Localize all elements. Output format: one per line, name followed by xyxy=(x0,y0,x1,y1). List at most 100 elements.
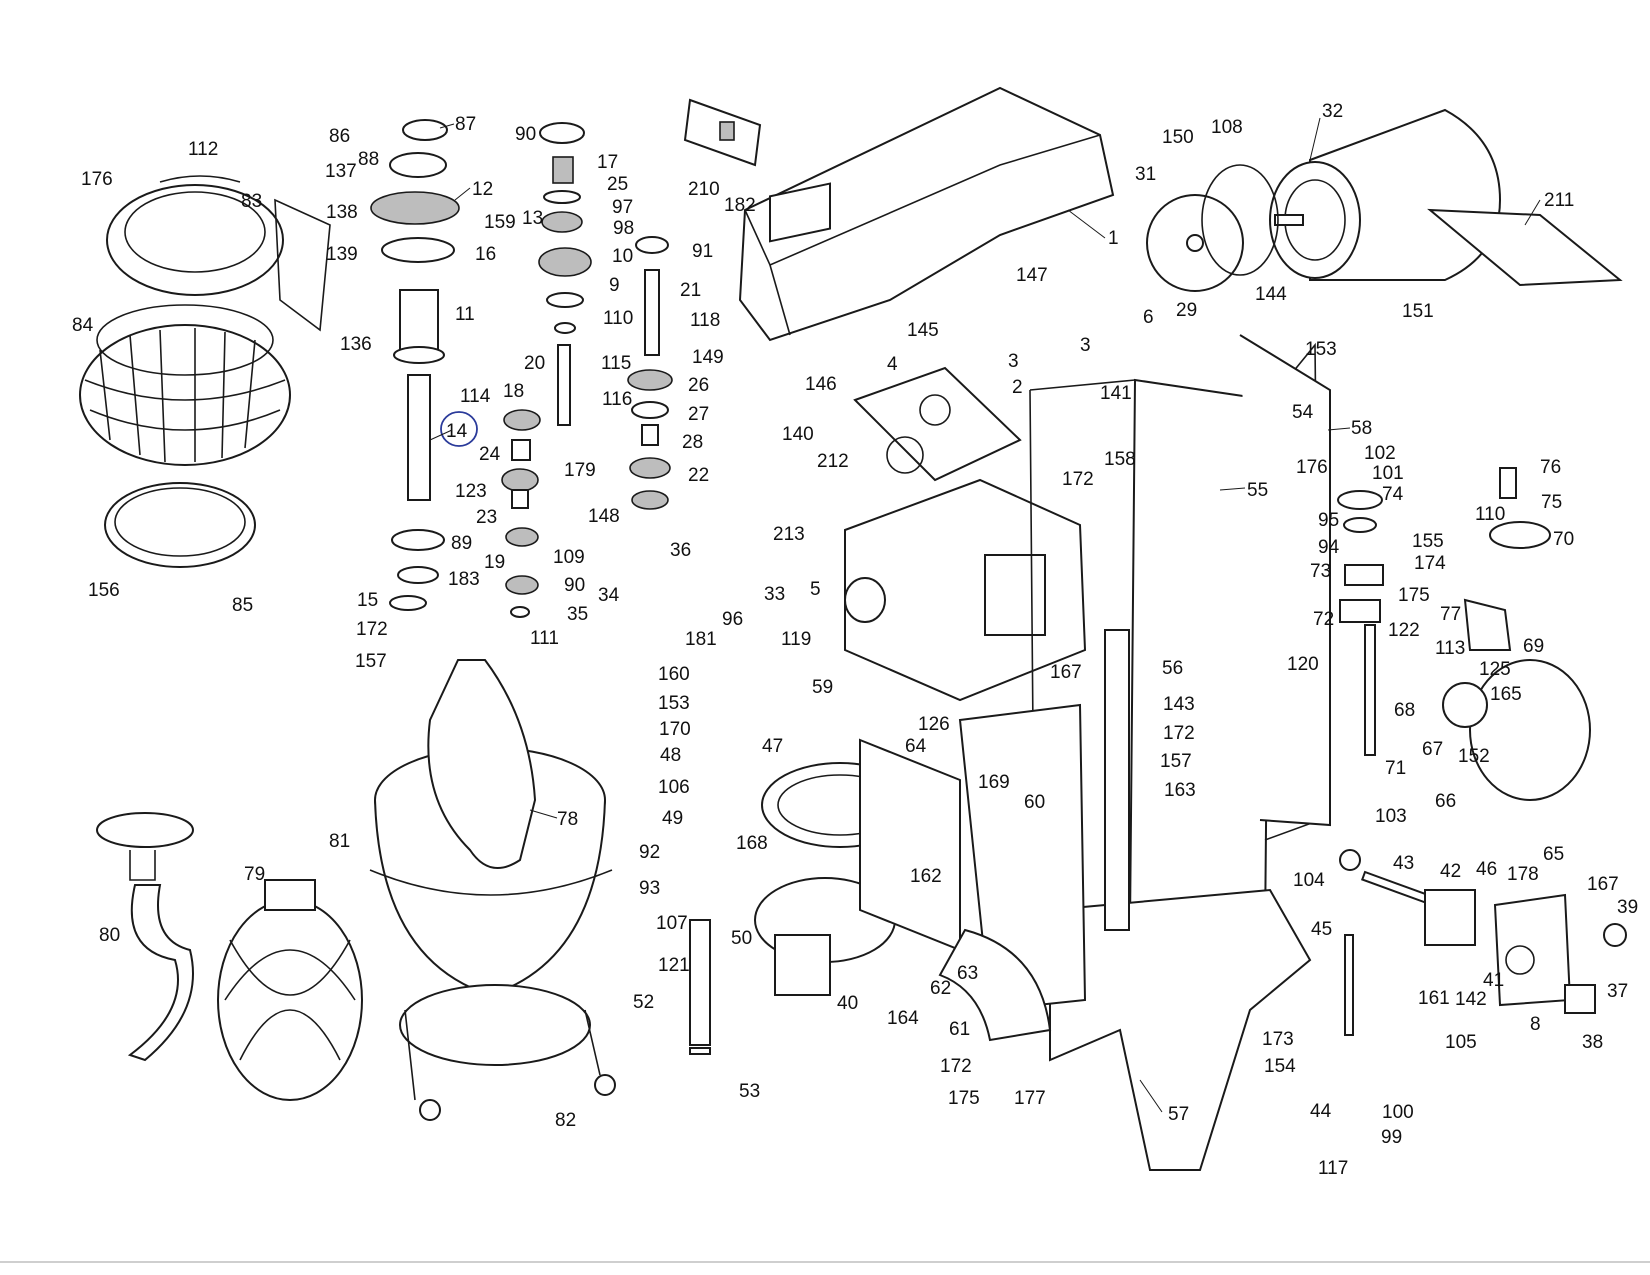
callout-90b: 90 xyxy=(564,575,585,596)
callout-179: 179 xyxy=(564,460,596,481)
callout-168: 168 xyxy=(736,833,768,854)
callout-150: 150 xyxy=(1162,127,1194,148)
callout-50: 50 xyxy=(731,928,752,949)
callout-27: 27 xyxy=(688,404,709,425)
callout-90a: 90 xyxy=(515,124,536,145)
column-drawing xyxy=(1029,334,1331,1171)
callout-84: 84 xyxy=(72,315,94,336)
callout-81: 81 xyxy=(329,831,350,852)
callout-160: 160 xyxy=(658,664,690,685)
callout-162: 162 xyxy=(910,866,942,887)
drive-shaft-drawing xyxy=(627,236,673,510)
circled-callout-mark xyxy=(440,411,478,447)
callout-109: 109 xyxy=(553,547,585,568)
callout-4: 4 xyxy=(887,354,898,375)
callout-52: 52 xyxy=(633,992,654,1013)
callout-73: 73 xyxy=(1310,561,1331,582)
callout-177: 177 xyxy=(1014,1088,1046,1109)
callout-29: 29 xyxy=(1176,300,1197,321)
callout-43: 43 xyxy=(1393,853,1414,874)
callout-172a: 172 xyxy=(356,619,388,640)
motor-drawing xyxy=(1269,108,1623,287)
callout-175b: 175 xyxy=(948,1088,980,1109)
gear-stack-drawing xyxy=(370,119,460,611)
callout-38: 38 xyxy=(1582,1032,1603,1053)
callout-62: 62 xyxy=(930,978,951,999)
callout-59: 59 xyxy=(812,677,833,698)
callout-93: 93 xyxy=(639,878,660,899)
wire-whip-drawing xyxy=(217,879,363,1101)
callout-3a: 3 xyxy=(1008,351,1019,372)
callout-61: 61 xyxy=(949,1019,970,1040)
callout-141: 141 xyxy=(1100,383,1132,404)
callout-115: 115 xyxy=(601,353,631,374)
callout-65: 65 xyxy=(1543,844,1564,865)
callout-83: 83 xyxy=(241,191,262,212)
callout-122: 122 xyxy=(1388,620,1420,641)
callout-125: 125 xyxy=(1479,659,1511,680)
leader-lines xyxy=(429,117,1541,1113)
dough-hook-drawing xyxy=(96,812,194,1062)
callout-22: 22 xyxy=(688,465,709,486)
callout-12: 12 xyxy=(472,179,493,200)
callout-64: 64 xyxy=(905,736,927,757)
callout-172b: 172 xyxy=(1062,469,1094,490)
callout-112: 112 xyxy=(188,139,218,160)
callout-170: 170 xyxy=(659,719,691,740)
callout-153b: 153 xyxy=(658,693,690,714)
motor-cover-drawing xyxy=(738,86,1115,342)
callout-155: 155 xyxy=(1412,531,1444,552)
callout-178: 178 xyxy=(1507,864,1539,885)
speed-control-drawing xyxy=(1337,467,1591,801)
callout-147: 147 xyxy=(1016,265,1048,286)
callout-11: 11 xyxy=(455,304,475,325)
callout-76: 76 xyxy=(1540,457,1561,478)
callout-45: 45 xyxy=(1311,919,1332,940)
callout-86: 86 xyxy=(329,126,350,147)
callout-69: 69 xyxy=(1523,636,1544,657)
callout-88: 88 xyxy=(358,149,379,170)
callout-140: 140 xyxy=(782,424,814,445)
callout-87: 87 xyxy=(455,114,476,135)
callout-102: 102 xyxy=(1364,443,1396,464)
callout-42: 42 xyxy=(1440,861,1461,882)
callout-47: 47 xyxy=(762,736,783,757)
callout-15: 15 xyxy=(357,590,378,611)
callout-13: 13 xyxy=(522,208,543,229)
bowl-support-drawing xyxy=(859,703,1087,1042)
callout-100: 100 xyxy=(1382,1102,1414,1123)
callout-161: 161 xyxy=(1418,988,1450,1009)
callout-70: 70 xyxy=(1553,529,1574,550)
callout-154: 154 xyxy=(1264,1056,1296,1077)
callout-34: 34 xyxy=(598,585,620,606)
callout-20: 20 xyxy=(524,353,545,374)
callout-26: 26 xyxy=(688,375,709,396)
callout-44: 44 xyxy=(1310,1101,1332,1122)
callout-78: 78 xyxy=(557,809,578,830)
bowl-guard-drawing xyxy=(79,175,331,568)
callout-67: 67 xyxy=(1422,739,1443,760)
callout-98: 98 xyxy=(613,218,634,239)
callout-55: 55 xyxy=(1247,480,1268,501)
callout-167a: 167 xyxy=(1050,662,1082,683)
callout-3b: 3 xyxy=(1080,335,1091,356)
callout-120: 120 xyxy=(1287,654,1319,675)
callout-5: 5 xyxy=(810,579,821,600)
callout-173: 173 xyxy=(1262,1029,1294,1050)
motor-plate-drawing xyxy=(1146,164,1279,292)
callout-103: 103 xyxy=(1375,806,1407,827)
callout-18: 18 xyxy=(503,381,524,402)
intermediate-shaft-drawing xyxy=(501,122,592,618)
callout-79: 79 xyxy=(244,864,265,885)
callout-25: 25 xyxy=(607,174,628,195)
callout-172d: 172 xyxy=(940,1056,972,1077)
callout-158: 158 xyxy=(1104,449,1136,470)
callout-35: 35 xyxy=(567,604,588,625)
callout-176a: 176 xyxy=(81,169,113,190)
callout-32: 32 xyxy=(1322,101,1343,122)
callout-182: 182 xyxy=(724,195,756,216)
callout-152: 152 xyxy=(1458,746,1490,767)
callout-118: 118 xyxy=(690,310,720,331)
callout-169: 169 xyxy=(978,772,1010,793)
callout-104: 104 xyxy=(1293,870,1325,891)
